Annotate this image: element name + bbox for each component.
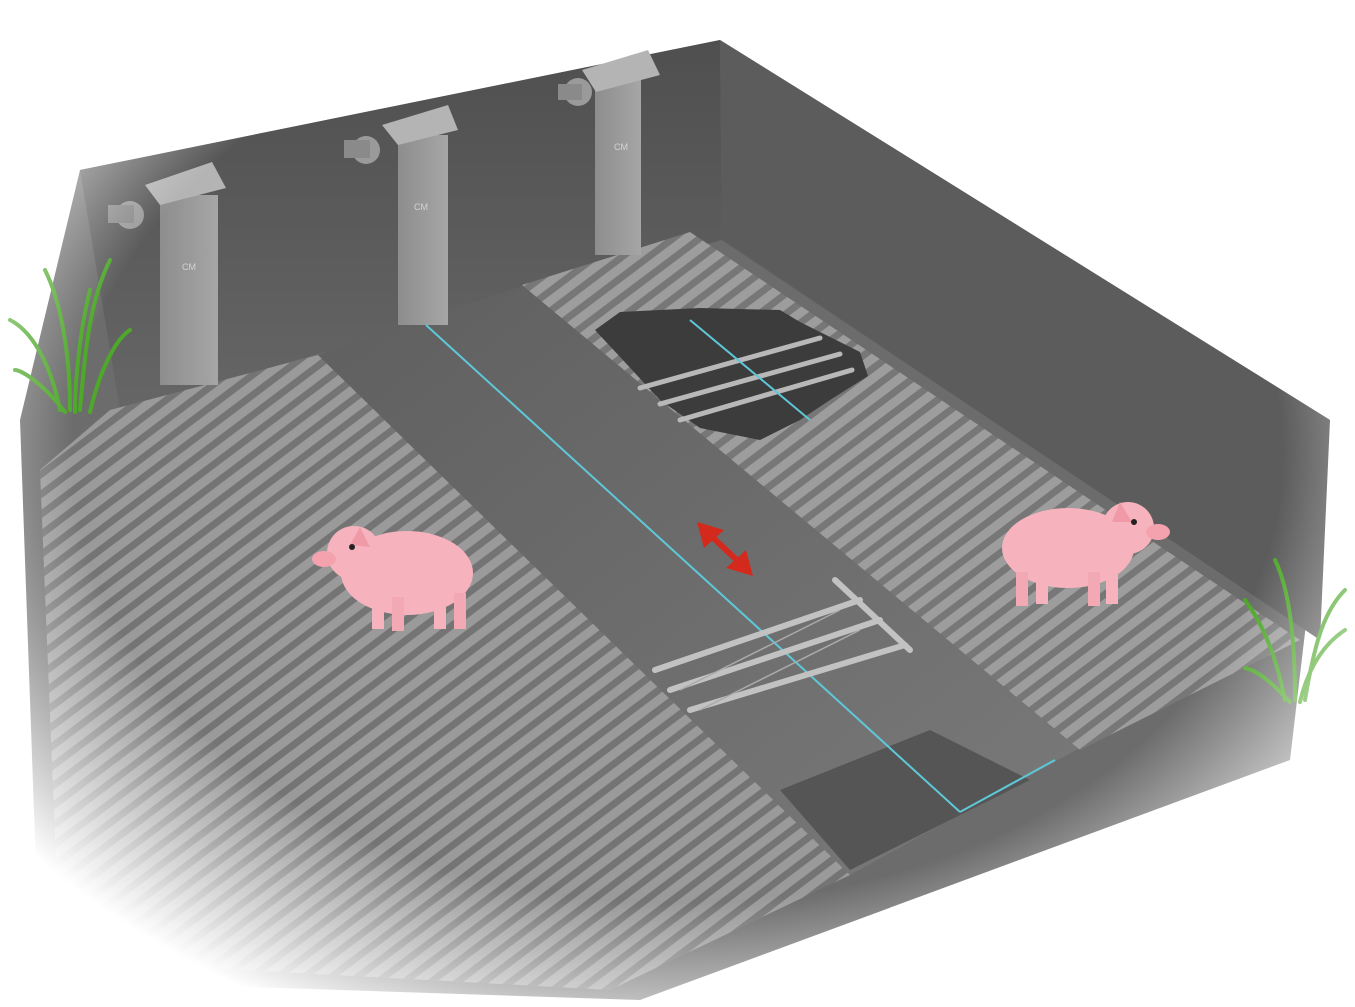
barn-manure-scraper-diagram: CM CM CM: [0, 0, 1355, 1007]
vignette: [0, 0, 1355, 1007]
